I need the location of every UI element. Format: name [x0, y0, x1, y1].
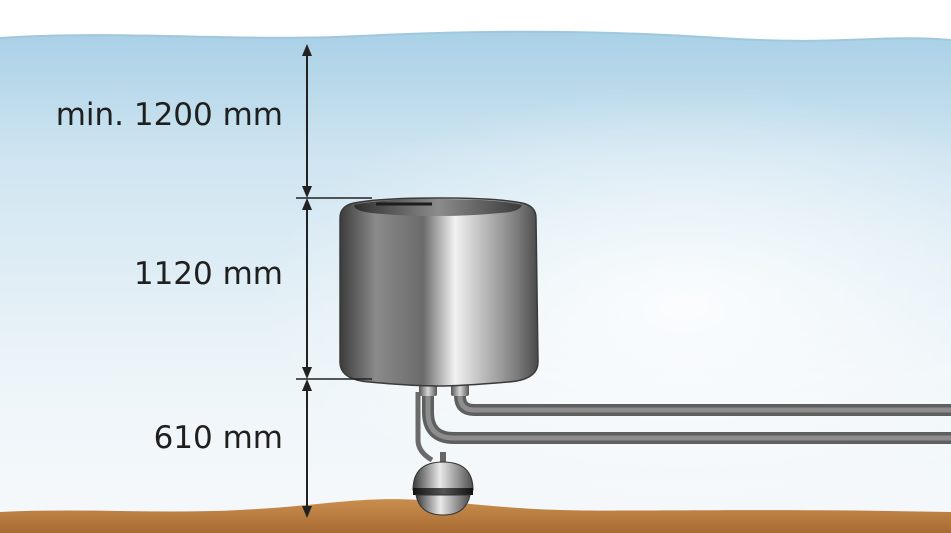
sensor-housing [339, 197, 539, 387]
dimension-lines [296, 44, 372, 518]
dimension-label-top: min. 1200 mm [55, 97, 283, 133]
dimension-label-bottom: 610 mm [153, 420, 283, 456]
float-ball [412, 452, 474, 516]
seabed [0, 499, 951, 533]
dimension-label-middle: 1120 mm [133, 256, 283, 292]
cable-pipes [415, 392, 951, 463]
